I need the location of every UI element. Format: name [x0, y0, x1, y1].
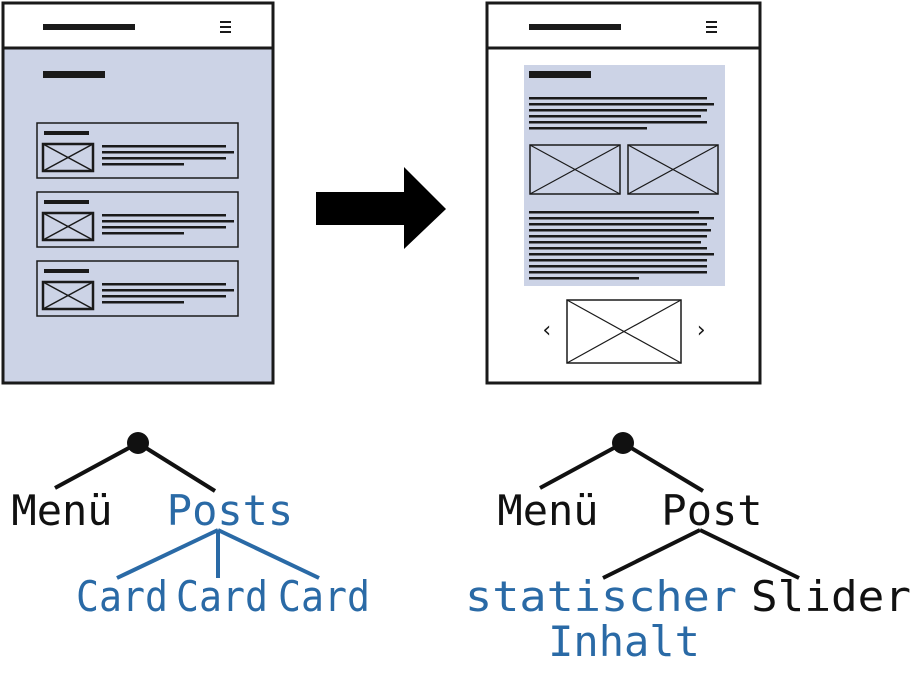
- right-tree: Menü Post statischer Inhalt Slider: [465, 432, 911, 666]
- slider-next-icon[interactable]: ›: [694, 318, 707, 343]
- right-tree-label-static-line2: Inhalt: [548, 617, 700, 666]
- image-placeholder-icon: [566, 299, 682, 364]
- transition-arrow-icon: [316, 167, 446, 249]
- left-tree-label-card: Card: [278, 572, 370, 621]
- left-tree: Menü Posts Card Card Card: [11, 432, 370, 621]
- right-tree-label-menu: Menü: [497, 486, 598, 535]
- left-tree-edge-menu: [54, 441, 139, 490]
- left-tree-label-card: Card: [176, 572, 268, 621]
- right-tree-edge-static: [602, 528, 701, 580]
- left-tree-label-menu: Menü: [11, 486, 112, 535]
- right-tree-label-slider: Slider: [751, 572, 911, 621]
- left-tree-edge-card-1: [116, 528, 219, 580]
- left-phone-frame: [1, 1, 275, 385]
- left-tree-edge-card-3: [217, 528, 320, 580]
- right-header-title-bar: [529, 24, 621, 30]
- left-header-title-bar: [43, 24, 135, 30]
- left-tree-label-posts: Posts: [167, 486, 293, 535]
- left-card[interactable]: [36, 260, 239, 317]
- left-tree-label-card: Card: [76, 572, 168, 621]
- image-placeholder-icon: [41, 211, 95, 242]
- right-phone-mockup: ‹ ›: [485, 1, 762, 385]
- right-tree-edge-post: [621, 441, 705, 493]
- image-placeholder-icon: [627, 144, 719, 195]
- left-tree-edge-posts: [136, 441, 217, 493]
- static-content-block: [524, 65, 725, 286]
- right-tree-edge-menu: [539, 441, 624, 490]
- left-card[interactable]: [36, 191, 239, 248]
- hamburger-icon[interactable]: [706, 21, 717, 33]
- slider[interactable]: ‹ ›: [540, 299, 708, 364]
- right-tree-label-post: Post: [661, 486, 762, 535]
- image-placeholder-icon: [529, 144, 621, 195]
- hamburger-icon[interactable]: [220, 21, 231, 33]
- left-phone-mockup: [1, 1, 275, 385]
- right-tree-root-node: [612, 432, 634, 454]
- image-placeholder-icon: [41, 142, 95, 173]
- slider-prev-icon[interactable]: ‹: [540, 318, 553, 343]
- right-tree-edge-slider: [699, 528, 800, 580]
- left-tree-root-node: [127, 432, 149, 454]
- left-card[interactable]: [36, 122, 239, 179]
- image-placeholder-icon: [41, 280, 95, 311]
- right-tree-label-static-line1: statischer: [465, 572, 737, 621]
- left-page-heading-bar: [43, 71, 105, 78]
